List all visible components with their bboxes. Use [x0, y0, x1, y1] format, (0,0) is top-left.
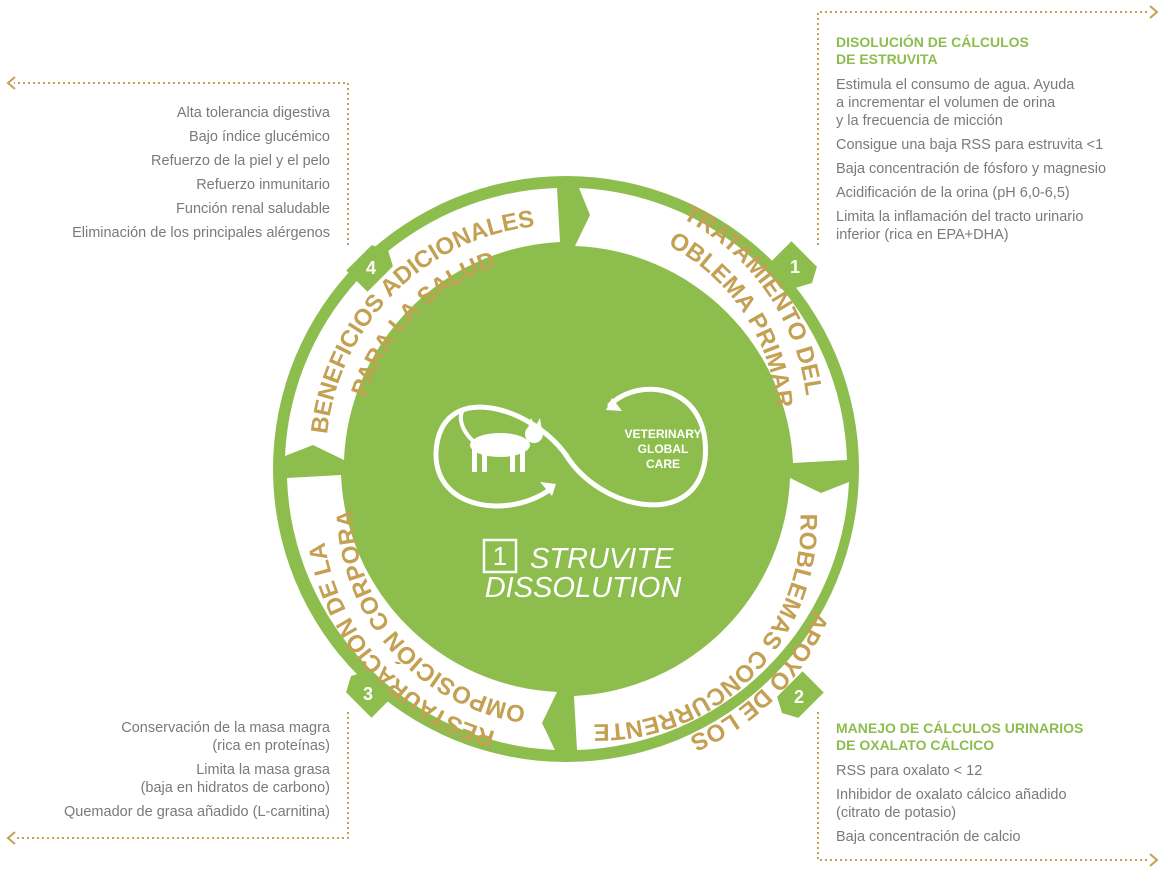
list-item: Inhibidor de oxalato cálcico añadido (ci…	[836, 787, 1067, 821]
arrow-right-icon	[1149, 5, 1159, 19]
arrow-left-icon	[6, 831, 16, 845]
panel-top-right: DISOLUCIÓN DE CÁLCULOS DE ESTRUVITA Esti…	[836, 34, 1156, 250]
bracket-top-left	[14, 82, 349, 245]
list-item: Refuerzo inmunitario	[196, 177, 330, 193]
segment-1-number: 1	[790, 257, 800, 277]
list-item: Baja concentración de fósforo y magnesio	[836, 161, 1107, 177]
logo-text-2: GLOBAL	[638, 442, 689, 456]
list-item: Bajo índice glucémico	[188, 129, 330, 145]
segment-4-number: 4	[366, 258, 376, 278]
center-number-box	[482, 538, 518, 574]
center-title-2: DISSOLUTION	[485, 572, 682, 604]
infinity-logo	[433, 386, 708, 509]
list-item: Función renal saludable	[176, 201, 330, 217]
arrow-left-icon	[6, 76, 16, 90]
logo-text-1: VETERINARY	[625, 427, 702, 441]
list-item: Quemador de grasa añadido (L-carnitina)	[64, 804, 330, 820]
segment-1-badge	[770, 241, 817, 288]
center-disc	[378, 281, 754, 657]
panel-top-right-heading: DISOLUCIÓN DE CÁLCULOS DE ESTRUVITA	[836, 34, 1029, 67]
list-item: Refuerzo de la piel y el pelo	[151, 153, 330, 169]
segment-4-badge	[346, 245, 393, 292]
segment-3-number: 3	[363, 684, 373, 704]
bracket-bottom-left	[14, 712, 349, 839]
list-item: Acidificación de la orina (pH 6,0-6,5)	[836, 185, 1070, 201]
center-number: 1	[493, 541, 507, 571]
center-title-1: STRUVITE	[530, 543, 674, 575]
panel-bottom-right: MANEJO DE CÁLCULOS URINARIOS DE OXALATO …	[836, 720, 1156, 852]
segment-4-band	[285, 188, 560, 460]
cat-icon	[458, 408, 543, 472]
list-item: Limita la masa grasa (baja en hidratos d…	[140, 762, 330, 796]
logo-text-3: CARE	[646, 457, 680, 471]
list-item: Baja concentración de calcio	[836, 829, 1021, 845]
list-item: Limita la inflamación del tracto urinari…	[836, 209, 1084, 243]
segment-3-band	[287, 475, 557, 750]
panel-bottom-left: Conservación de la masa magra (rica en p…	[0, 719, 330, 827]
arrow-right-icon	[1149, 853, 1159, 867]
list-item: RSS para oxalato < 12	[836, 763, 983, 779]
arrow-head-icon	[606, 398, 622, 411]
panel-top-left: Alta tolerancia digestiva Bajo índice gl…	[0, 104, 330, 248]
list-item: Estimula el consumo de agua. Ayuda a inc…	[836, 77, 1075, 129]
arrow-head-icon	[540, 482, 556, 496]
panel-bottom-right-heading: MANEJO DE CÁLCULOS URINARIOS DE OXALATO …	[836, 720, 1084, 753]
segment-2-number: 2	[794, 687, 804, 707]
list-item: Alta tolerancia digestiva	[176, 105, 330, 121]
list-item: Eliminación de los principales alérgenos	[72, 225, 330, 241]
segment-2-band	[574, 478, 849, 750]
list-item: Consigue una baja RSS para estruvita <1	[836, 137, 1104, 153]
segment-2-badge	[777, 671, 824, 718]
segment-1-band	[575, 188, 847, 463]
list-item: Conservación de la masa magra (rica en p…	[121, 720, 330, 754]
segment-3-badge	[346, 671, 393, 718]
